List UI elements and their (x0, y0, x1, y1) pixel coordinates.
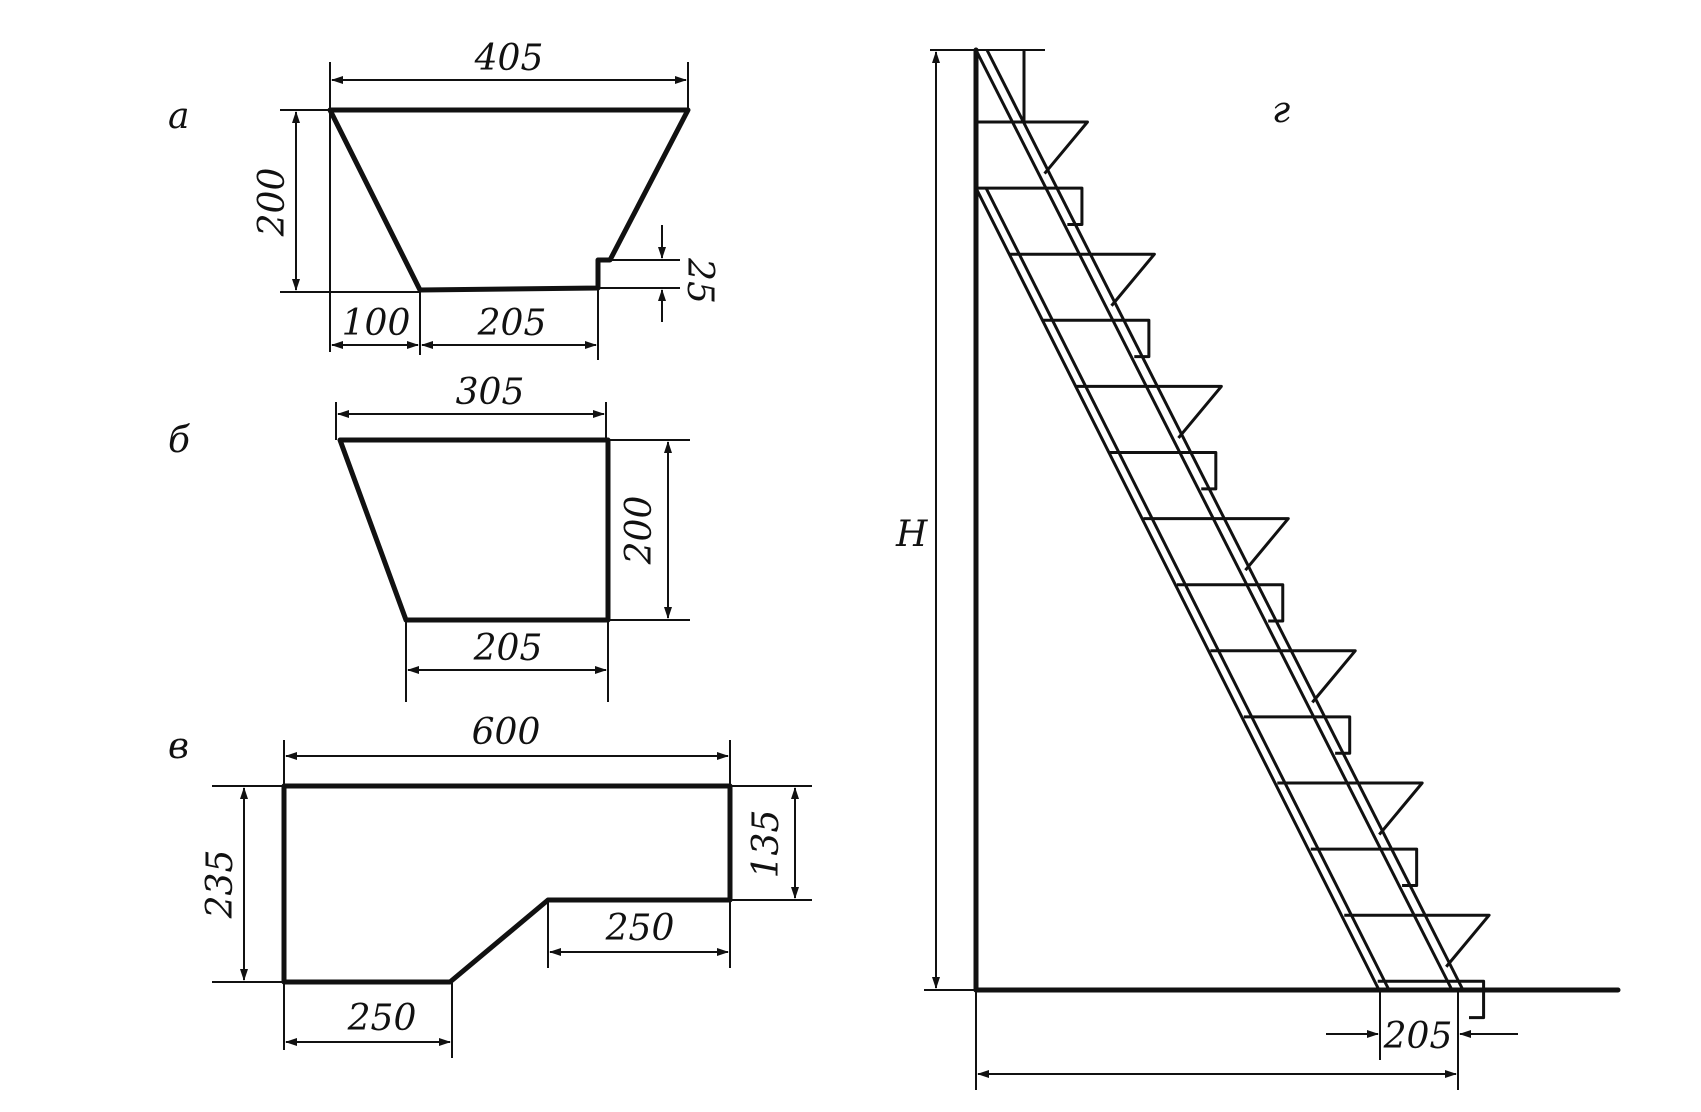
dim-v-upper-step: 250 (605, 908, 675, 949)
dim-v-lower-step: 250 (347, 998, 417, 1039)
dim-a-left: 100 (342, 303, 411, 344)
dim-b-bottom: 205 (473, 628, 543, 669)
dim-a-bottom: 205 (477, 303, 547, 344)
dim-v-right: 135 (746, 810, 787, 879)
tread-nose (1045, 186, 1084, 226)
dim-a-height: 200 (252, 168, 293, 238)
label-height-h: H (895, 514, 928, 555)
treads-group (976, 120, 1491, 1020)
dim-a-step: 25 (679, 257, 720, 304)
tread-nose (1280, 649, 1357, 704)
tread-a-outline (327, 107, 691, 293)
dim-b-top: 305 (456, 372, 525, 413)
tread-nose (1012, 120, 1089, 175)
label-a: а (168, 96, 189, 137)
tread-nose (1414, 913, 1491, 968)
tread-nose (1112, 318, 1151, 359)
stringer-rear-outer (974, 187, 1381, 991)
part-v: в 600 235 135 250 250 (168, 712, 812, 1058)
label-g: г (1272, 90, 1290, 131)
dim-b-height: 200 (619, 496, 660, 566)
tread-nose (1246, 583, 1285, 623)
part-a: а 405 200 100 205 25 (168, 38, 720, 360)
tread-nose (1447, 979, 1486, 1020)
part-b: б 305 200 205 (168, 372, 690, 702)
dim-v-top: 600 (472, 712, 541, 753)
tread-b-outline (337, 437, 611, 623)
part-g: г H 205 (895, 47, 1621, 1090)
dim-g-bottom: 205 (1383, 1016, 1453, 1057)
tread-nose (1179, 451, 1218, 491)
tread-nose (1347, 781, 1424, 836)
tread-nose (1079, 252, 1156, 307)
dim-a-top: 405 (474, 38, 544, 79)
tread-nose (1146, 384, 1223, 439)
tread-nose (1213, 517, 1290, 572)
label-v: в (168, 726, 189, 767)
dim-v-left: 235 (200, 850, 241, 920)
label-b: б (168, 420, 191, 461)
tread-nose (1380, 847, 1419, 887)
tread-nose (1313, 715, 1352, 755)
stringer-rear-inner (984, 187, 1391, 991)
